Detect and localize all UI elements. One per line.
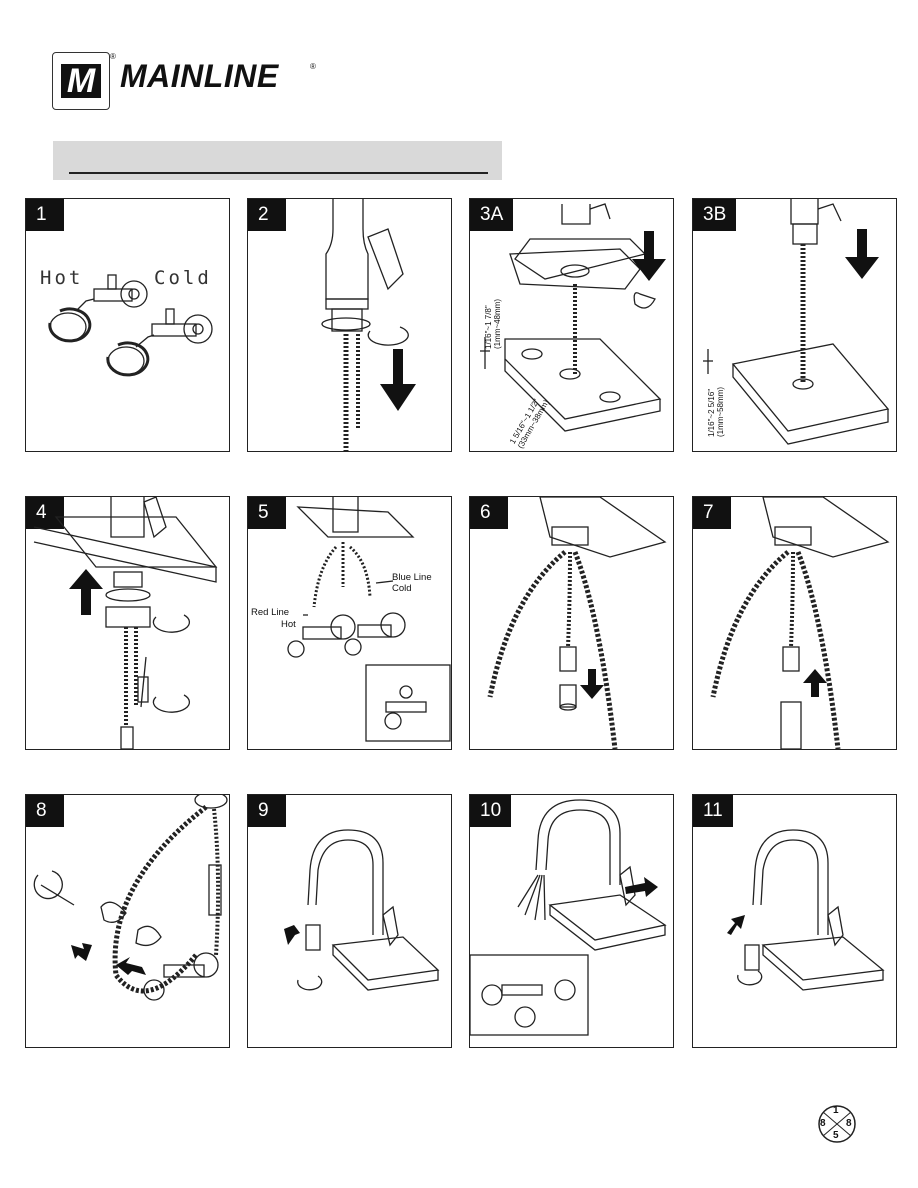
step-panel-3b: 3B 1/16"~2 5/16"(1mm~58mm): [692, 198, 897, 452]
step-number: 10: [470, 795, 512, 827]
hot-label: Hot: [281, 619, 296, 630]
deck-plate-illustration: [480, 203, 666, 432]
step-number: 11: [693, 795, 733, 827]
badge-top: 1: [833, 1105, 839, 1116]
step-number: 7: [693, 497, 731, 529]
red-line-label: Red Line: [251, 607, 290, 618]
step-number: 3B: [693, 199, 737, 231]
flush-test-illustration: [470, 799, 667, 1036]
brand-logo: M ® MAINLINE ®: [52, 52, 332, 110]
step-number: 5: [248, 497, 286, 529]
step-number: 2: [248, 199, 286, 231]
brand-name: MAINLINE: [120, 58, 279, 94]
step-number: 6: [470, 497, 508, 529]
hose-disconnect-illustration: [487, 497, 667, 749]
supply-lines-illustration: [287, 497, 451, 742]
faucet-complete-illustration: [727, 829, 885, 991]
step-number: 1: [26, 199, 64, 231]
step-number: 4: [26, 497, 64, 529]
badge-right: 8: [846, 1118, 852, 1129]
step-panel-4: 4: [25, 496, 230, 750]
registered-mark: ®: [110, 52, 116, 61]
cold-label: Cold: [392, 583, 412, 594]
step-panel-3a: 3A 1/16"~1 7/8"(1mm~48mm) 1 5/16"~1 1/2"…: [469, 198, 674, 452]
step-number: 9: [248, 795, 286, 827]
mounting-hardware-illustration: [33, 497, 218, 749]
step-panel-8: 8: [25, 794, 230, 1048]
blue-line-label: Blue Line: [392, 572, 432, 583]
step-number: 3A: [470, 199, 514, 231]
logo-mark: M: [52, 52, 110, 110]
step-panel-2: 2: [247, 198, 452, 452]
weight-installation-illustration: [33, 795, 228, 1001]
section-title-bar: [53, 141, 502, 180]
badge-bottom: 5: [833, 1130, 839, 1141]
badge-left: 8: [820, 1118, 826, 1129]
page-badge: [818, 1105, 856, 1143]
hose-connect-illustration: [710, 497, 890, 749]
faucet-spray-head-illustration: [284, 829, 440, 991]
step-panel-5: 5 Blue Line Cold Red Line Hot: [247, 496, 452, 750]
cold-label: Cold: [154, 267, 212, 289]
step-panel-10: 10: [469, 794, 674, 1048]
shutoff-valves-illustration: [48, 274, 213, 377]
thickness-dimension: 1/16"~1 7/8"(1mm~48mm): [484, 298, 502, 349]
step-panel-6: 6: [469, 496, 674, 750]
hot-label: Hot: [40, 267, 84, 289]
step-number: 8: [26, 795, 64, 827]
registered-mark-2: ®: [310, 62, 316, 71]
faucet-insert-illustration: [321, 199, 416, 451]
thickness-dimension: 1/16"~2 5/16"(1mm~58mm): [707, 386, 725, 437]
step-panel-11: 11: [692, 794, 897, 1048]
step-panel-7: 7: [692, 496, 897, 750]
title-underline: [69, 172, 488, 174]
step-panel-1: 1 Hot Cold: [25, 198, 230, 452]
step-panel-9: 9: [247, 794, 452, 1048]
deck-no-plate-illustration: [703, 199, 890, 445]
